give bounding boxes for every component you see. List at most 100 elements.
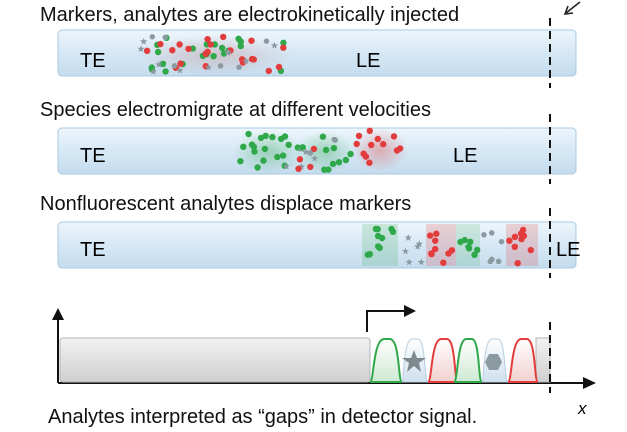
red-marker-particle [220, 33, 227, 41]
green-marker-particle [251, 148, 258, 155]
le-label-2: LE [453, 145, 477, 167]
red-marker-peak-2 [507, 338, 539, 383]
green-marker-particle [218, 44, 226, 52]
green-marker-particle [366, 251, 373, 258]
green-marker-particle [335, 159, 343, 166]
star-analyte-icon [405, 258, 413, 266]
green-marker-particle [347, 150, 354, 158]
hexagon-analyte-icon [307, 150, 314, 156]
green-marker-particle [245, 130, 252, 138]
star-icon [402, 350, 426, 372]
red-marker-particle [169, 47, 176, 54]
direction-arrow-icon [404, 305, 416, 317]
red-marker-particle [366, 159, 373, 166]
green-marker-particle [154, 48, 162, 56]
le-label-1: LE [356, 50, 380, 72]
hexagon-analyte-icon [217, 63, 224, 69]
hexagon-analyte-icon [162, 34, 169, 40]
green-marker-particle [285, 141, 292, 149]
y-axis-arrow-icon [52, 308, 64, 320]
detector-caption: Analytes interpreted as “gaps” in detect… [48, 406, 478, 428]
green-marker-particle [280, 39, 287, 46]
star-analyte-icon [404, 234, 412, 241]
te-label-2: TE [80, 145, 106, 167]
green-marker-particle [342, 156, 350, 164]
red-marker-particle [204, 36, 211, 43]
red-marker-particle [511, 243, 518, 250]
migrating-particles [237, 127, 404, 173]
red-marker-particle [248, 55, 256, 63]
hexagon-icon [485, 354, 502, 370]
green-marker-particle [274, 153, 281, 161]
red-marker-particle [432, 237, 439, 244]
red-marker-particle [440, 259, 447, 266]
green-marker-particle [281, 133, 289, 140]
green-marker-particle [237, 158, 244, 165]
green-marker-particle [162, 68, 169, 75]
star-analyte-icon [149, 67, 157, 75]
red-marker-particle [307, 163, 314, 171]
capillary-panel-2: TE LE [57, 114, 577, 184]
green-marker-peak [369, 338, 403, 383]
green-marker-particle [279, 152, 287, 159]
green-marker-particle [388, 225, 395, 233]
star-analyte-icon [297, 162, 306, 170]
star-analyte-icon [224, 49, 232, 56]
star-analyte-icon [204, 63, 213, 71]
x-axis-arrow-icon [583, 377, 596, 389]
green-marker-particle [254, 164, 261, 171]
star-analyte-icon [270, 41, 279, 49]
red-marker-particle [204, 48, 211, 55]
hexagon-analyte-icon [332, 137, 339, 143]
green-marker-particle [322, 146, 330, 154]
star-analyte-icon [176, 66, 184, 74]
star-analyte-icon [242, 57, 250, 65]
green-marker-particle [329, 160, 337, 168]
red-marker-particle [506, 237, 513, 244]
red-marker-particle [248, 37, 255, 44]
hexagon-analyte-icon [488, 230, 495, 236]
star-analyte-icon [311, 154, 319, 162]
capillary-panel-3: TE LE [57, 208, 580, 278]
red-marker-particle [185, 45, 192, 53]
green-marker-particle [240, 143, 247, 150]
green-marker-particle [210, 53, 217, 60]
red-marker-particle [432, 245, 439, 253]
hexagon-analyte-icon [236, 64, 242, 70]
green-marker-particle [471, 251, 478, 258]
red-marker-particle [427, 232, 434, 239]
red-marker-particle [366, 127, 373, 134]
hexagon-analyte-icon [171, 63, 178, 69]
red-marker-particle [514, 260, 521, 267]
green-marker-particle [261, 145, 269, 153]
hexagon-analyte-icon [495, 258, 502, 264]
red-marker-particle [265, 67, 272, 75]
red-marker-particle [428, 250, 435, 257]
x-axis-label: x [577, 399, 587, 418]
red-marker-particle [295, 165, 302, 172]
red-marker-particle [296, 156, 304, 163]
red-marker-particle [157, 40, 164, 48]
red-marker-particle [433, 230, 440, 237]
te-label-1: TE [80, 50, 106, 72]
hexagon-analyte-icon [263, 38, 270, 44]
green-marker-particle [159, 60, 167, 67]
green-marker-particle [237, 38, 244, 45]
green-marker-particle [378, 234, 386, 242]
green-marker-particle [250, 143, 258, 151]
te-plateau [59, 337, 371, 383]
red-marker-particle [368, 141, 375, 149]
red-marker-particle [355, 132, 363, 140]
red-marker-particle [380, 141, 387, 148]
green-marker-particle [457, 238, 464, 246]
red-marker-peak-1 [427, 338, 459, 383]
red-marker-particle [511, 233, 519, 240]
green-marker-particle [321, 166, 328, 173]
star-analyte-icon [282, 162, 290, 170]
star-analyte-icon [140, 37, 148, 45]
green-marker-particle [467, 238, 474, 245]
hexagon-analyte-icon [498, 239, 505, 245]
red-marker-particle [527, 246, 534, 254]
